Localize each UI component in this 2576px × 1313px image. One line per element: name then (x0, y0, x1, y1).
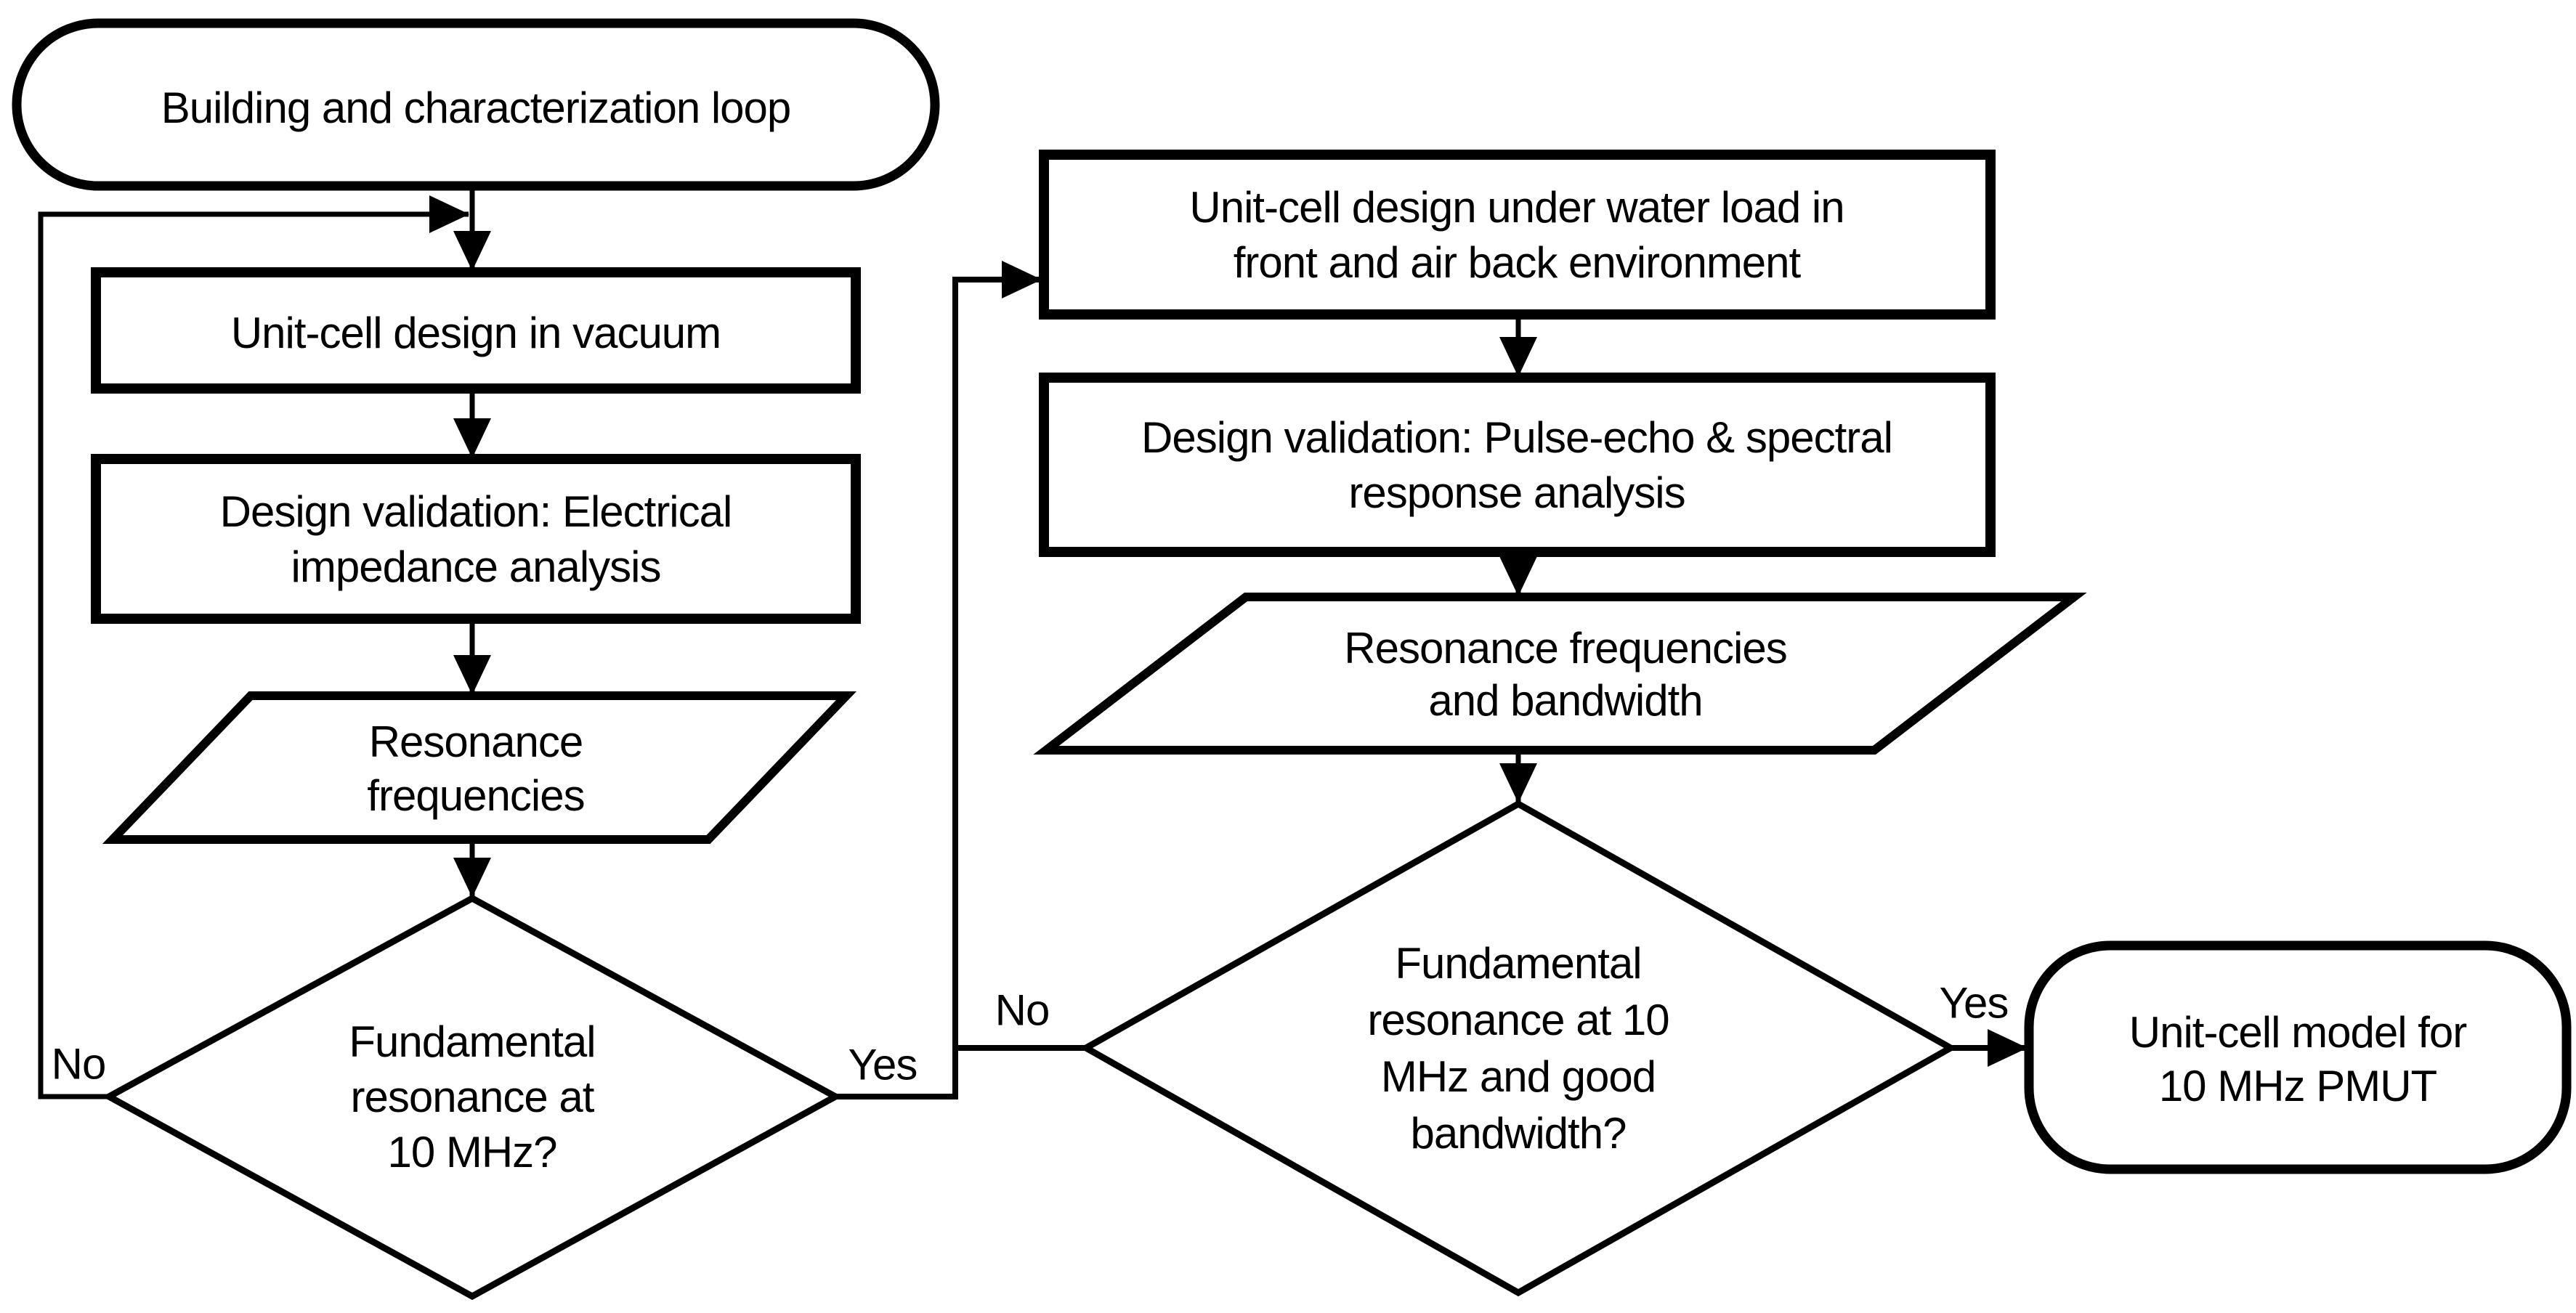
node-final-model-terminator (2024, 940, 2572, 1174)
node-impedance-validation-process (91, 454, 861, 624)
node-vacuum-design-process (91, 267, 861, 394)
edge-label-decision1-yes: Yes (848, 1041, 918, 1089)
node-start-terminator-label: Building and characterization loop (161, 84, 791, 132)
node-vacuum-design-label: Unit-cell design in vacuum (231, 309, 721, 357)
node-pulse-echo-validation-label: Design validation: Pulse-echo & spectral… (1141, 413, 1892, 517)
node-resonance-decision-diamond (102, 894, 843, 1301)
edge-label-decision2-yes: Yes (1940, 979, 2009, 1028)
node-resonance-frequencies-data (102, 691, 857, 844)
edge-label-decision1-no: No (52, 1040, 106, 1089)
node-resonance-bandwidth-data (1033, 593, 2087, 755)
edge-label-decision2-no: No (995, 986, 1050, 1035)
edge-decision1-no-feedback-loop (38, 195, 469, 1099)
node-bandwidth-decision-diamond (1079, 800, 1958, 1297)
node-start-terminator (12, 18, 940, 191)
node-water-load-design-process (1039, 150, 1996, 320)
node-pulse-echo-validation-process (1039, 373, 1996, 557)
